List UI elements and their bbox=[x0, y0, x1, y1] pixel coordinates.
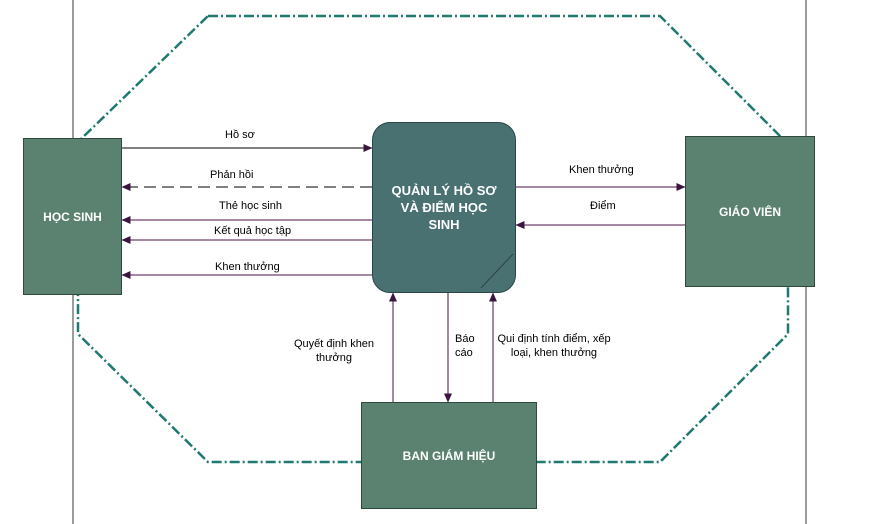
entity-giao-vien-label: GIÁO VIÊN bbox=[718, 204, 781, 219]
process-quan-ly-ho-so: QUẢN LÝ HỒ SƠ VÀ ĐIỂM HỌC SINH bbox=[372, 122, 516, 293]
flow-label-khen-thuong-gv: Khen thưởng bbox=[569, 164, 634, 176]
entity-giao-vien: GIÁO VIÊN bbox=[685, 136, 815, 287]
flow-label-phan-hoi: Phản hồi bbox=[210, 169, 254, 181]
flow-label-the-hoc-sinh: Thẻ học sinh bbox=[219, 200, 282, 212]
flow-label-bao-cao: Báo cáo bbox=[455, 333, 475, 359]
entity-ban-giam-hieu: BAN GIÁM HIỆU bbox=[361, 402, 537, 509]
process-corner-mark bbox=[480, 253, 514, 289]
flow-label-khen-thuong-hs: Khen thưởng bbox=[215, 261, 280, 273]
process-title: QUẢN LÝ HỒ SƠ VÀ ĐIỂM HỌC SINH bbox=[391, 183, 497, 232]
entity-hoc-sinh-label: HỌC SINH bbox=[43, 209, 102, 224]
flow-label-ho-so: Hồ sơ bbox=[225, 129, 255, 141]
entity-hoc-sinh: HỌC SINH bbox=[23, 138, 122, 295]
flow-label-diem: Điểm bbox=[590, 200, 616, 212]
flow-label-quyet-dinh: Quyết định khen thưởng bbox=[293, 338, 375, 364]
flow-label-qui-dinh: Qui định tính điểm, xếp loại, khen thưởn… bbox=[497, 333, 611, 359]
flow-label-ket-qua-hoc-tap: Kết quả học tập bbox=[214, 225, 292, 237]
entity-ban-giam-hieu-label: BAN GIÁM HIỆU bbox=[402, 448, 496, 463]
